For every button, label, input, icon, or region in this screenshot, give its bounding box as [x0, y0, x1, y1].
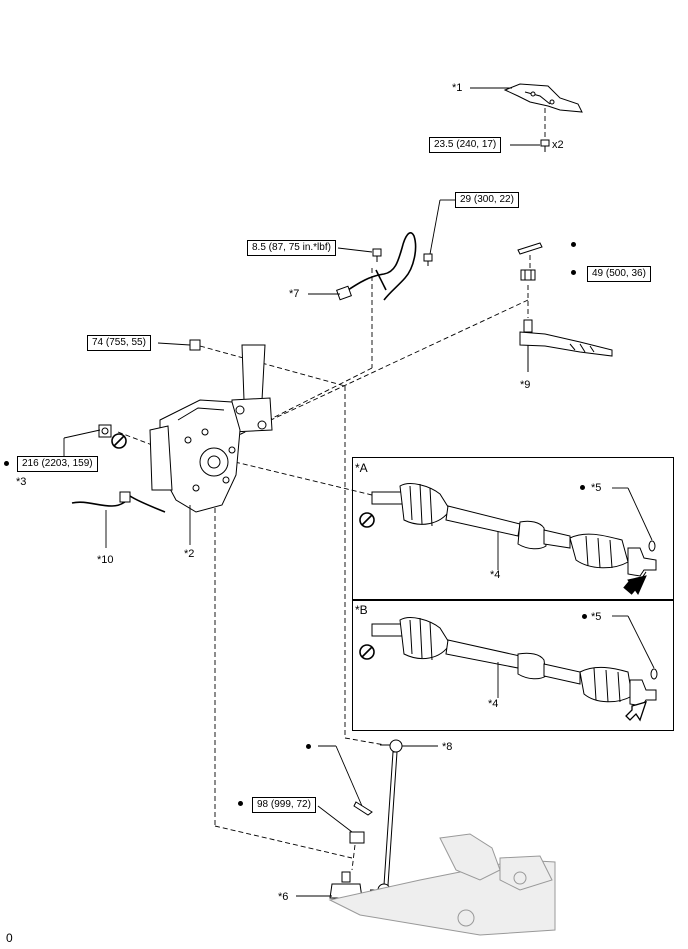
lower-arm-subframe [328, 833, 556, 936]
bolt-icon [372, 248, 433, 266]
install-arrow-outline-icon [625, 701, 648, 722]
callout-3: *3 [16, 476, 27, 488]
bullet-dot [571, 270, 576, 275]
no-reuse-icon [111, 433, 127, 449]
steering-knuckle [149, 399, 241, 513]
speed-sensor-wire [339, 232, 417, 301]
tie-rod-end [519, 319, 613, 372]
callout-7: *7 [289, 288, 300, 300]
splash-shield-bracket [503, 83, 583, 113]
drive-shaft-a [371, 483, 657, 577]
callout-1: *1 [452, 82, 463, 94]
hub-nut-icon [98, 424, 112, 438]
torque-spec-box: 216 (2203, 159) [17, 456, 98, 472]
no-reuse-icon [359, 644, 375, 660]
bullet-dot [580, 485, 585, 490]
bullet-dot [4, 461, 9, 466]
bullet-dot [238, 801, 243, 806]
callout-4-b: *4 [488, 698, 499, 710]
castle-nut-icon [520, 269, 536, 281]
leader-lines [63, 87, 655, 897]
panel-a-title: *A [355, 461, 368, 475]
bullet-dot [306, 744, 311, 749]
panel-a [352, 457, 674, 601]
torque-spec-box: 98 (999, 72) [252, 797, 316, 813]
castle-nut-icon [349, 831, 365, 844]
stabilizer-link [370, 739, 414, 897]
nut-icon [189, 339, 201, 351]
callout-5-b: *5 [591, 611, 602, 623]
panel-b-title: *B [355, 603, 368, 617]
torque-spec-box: 74 (755, 55) [87, 335, 151, 351]
panel-b [352, 599, 674, 731]
torque-spec-box: 8.5 (87, 75 in.*lbf) [247, 240, 336, 256]
callout-4-a: *4 [490, 569, 501, 581]
torque-spec-box: 29 (300, 22) [455, 192, 519, 208]
bullet-dot [571, 242, 576, 247]
install-arrow-icon [623, 571, 647, 596]
torque-spec-box: 23.5 (240, 17) [429, 137, 502, 153]
callout-2: *2 [184, 548, 195, 560]
callout-8: *8 [442, 741, 453, 753]
no-reuse-icon [359, 512, 375, 528]
bullet-dot [582, 614, 587, 619]
torque-spec-box: 49 (500, 36) [587, 266, 651, 282]
callout-10: *10 [97, 554, 114, 566]
speed-sensor-head [336, 285, 352, 301]
drive-shaft-b [371, 617, 658, 707]
callout-6: *6 [278, 891, 289, 903]
bolt-icon [540, 139, 550, 152]
callout-9: *9 [520, 379, 531, 391]
quantity-label: x2 [552, 139, 564, 151]
shock-absorber [231, 344, 273, 433]
footer-code: 0 [6, 931, 13, 945]
hose-bracket [119, 491, 131, 503]
cotter-pin-icon [517, 242, 543, 255]
brake-hose [71, 494, 166, 513]
cotter-pin-icon [353, 801, 373, 816]
callout-5-a: *5 [591, 482, 602, 494]
